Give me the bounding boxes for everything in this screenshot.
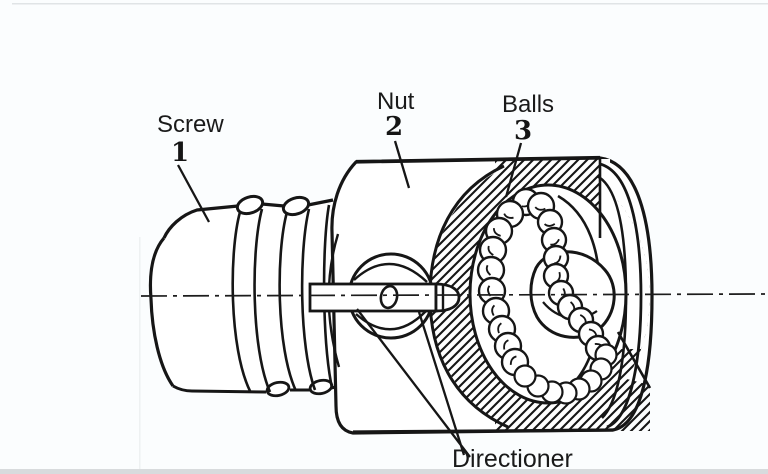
- screw-top-edge: [162, 198, 334, 239]
- centerline: [140, 293, 766, 297]
- left-scan-line: [139, 237, 141, 474]
- directioner-pin: [308, 282, 438, 313]
- label-screw: Screw: [157, 111, 224, 138]
- directioner: [308, 252, 461, 340]
- directioner-inner-arcs: [353, 262, 428, 331]
- nut-edge-restroke: [352, 155, 614, 434]
- thread-flanks: [231, 204, 334, 393]
- label-nut: Nut: [377, 88, 415, 115]
- labels: Screw 1 Nut 2 Balls 3 Directioner: [157, 88, 573, 473]
- thread-crest: [281, 195, 311, 217]
- leader-nut: [393, 140, 411, 189]
- pin-tip: [434, 282, 461, 313]
- label-balls: Balls: [502, 91, 554, 118]
- thread-crest: [265, 380, 291, 398]
- label-balls-number: 3: [514, 116, 532, 146]
- leader-balls: [504, 142, 523, 198]
- ball-return-chain: [513, 343, 618, 405]
- pin-hole: [379, 284, 399, 310]
- leader-screw: [176, 164, 211, 223]
- thread-crest: [235, 194, 265, 216]
- screw-left-cap: [148, 236, 175, 387]
- label-screw-number: 1: [171, 138, 189, 168]
- leader-directioner: [356, 308, 471, 458]
- label-nut-number: 2: [385, 112, 403, 142]
- ball: [513, 364, 537, 388]
- ball-ring: [476, 187, 618, 405]
- bottom-strip: [0, 469, 768, 474]
- label-directioner: Directioner: [452, 445, 573, 473]
- top-scan-line: [12, 3, 768, 5]
- leader-lines: [176, 140, 523, 458]
